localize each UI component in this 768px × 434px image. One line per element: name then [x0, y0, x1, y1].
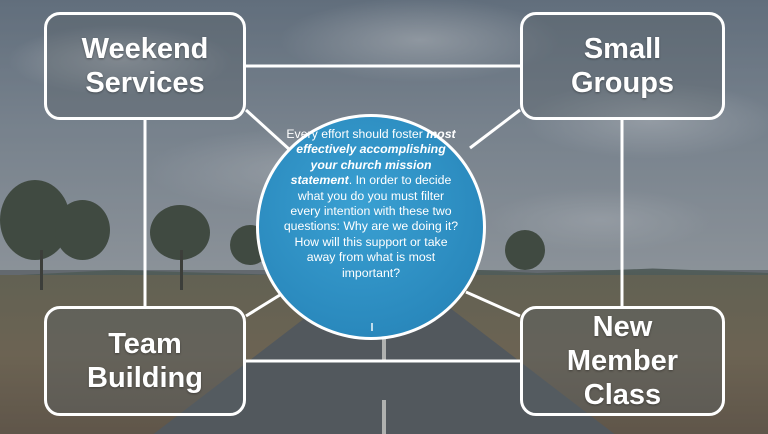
box-label-line: New [592, 311, 653, 343]
box-label-line: Groups [570, 67, 675, 99]
road-line [382, 330, 386, 360]
box-label-line: Member [566, 345, 679, 377]
small-groups-box: Small Groups [520, 12, 725, 120]
new-member-class-box: New Member Class [520, 306, 725, 416]
cursor-mark [371, 323, 373, 331]
box-label-line: Class [583, 379, 662, 411]
tree-trunk [40, 250, 43, 290]
tree [55, 200, 110, 260]
connector-diag-tl [244, 108, 292, 152]
box-label-line: Building [87, 362, 203, 394]
box-label-line: Small [583, 33, 662, 65]
box-label-line: Weekend [81, 33, 209, 65]
box-label-line: Team [108, 328, 182, 360]
tree [505, 230, 545, 270]
road-line [382, 400, 386, 434]
center-emphasis: most effectively accomplishing your chur… [290, 127, 456, 188]
connector-diag-br [465, 290, 521, 318]
center-body: . In order to decide what you do you mus… [283, 173, 459, 280]
box-label-line: Services [85, 67, 205, 99]
tree-trunk [180, 250, 183, 290]
connector-diag-tr [469, 108, 521, 150]
center-text: Every effort should foster most effectiv… [283, 127, 459, 281]
center-intro: Every effort should foster [286, 127, 423, 141]
weekend-services-box: Weekend Services [44, 12, 246, 120]
center-circle: Every effort should foster most effectiv… [256, 114, 486, 340]
team-building-box: Team Building [44, 306, 246, 416]
